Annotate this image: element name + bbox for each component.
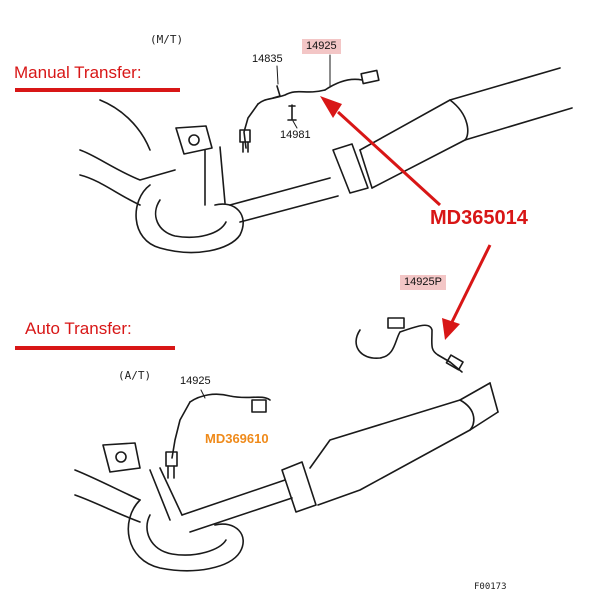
part-14925p-tag: 14925P [400, 275, 446, 290]
oxygen-sensor-wire-top [257, 89, 326, 105]
oxygen-sensor-connector-top [360, 69, 380, 85]
arrow-to-top-sensor [336, 110, 442, 207]
exhaust-pipe-left-lower-diagram [74, 469, 141, 501]
auto-underline [15, 346, 175, 350]
part-14925-tag-top: 14925 [302, 39, 341, 54]
mt-label: (M/T) [150, 33, 184, 46]
auto-transfer-label: Auto Transfer: [25, 319, 132, 338]
catalytic-converter-bottom [309, 382, 499, 506]
part-14835-label: 14835 [252, 53, 283, 65]
clip-14835 [272, 85, 281, 99]
exhaust-mid-pipe [204, 146, 226, 206]
part-14925-label-bottom: 14925 [180, 375, 211, 387]
arrow-to-14925p [450, 244, 492, 323]
exhaust-joint-bottom [281, 461, 317, 513]
exhaust-flange-front [175, 125, 213, 155]
exhaust-pipe-left-upper [79, 149, 176, 181]
bolt-14981 [287, 104, 297, 121]
figure-code: F00173 [474, 582, 507, 592]
part-14981-label: 14981 [280, 129, 311, 141]
manual-underline [15, 88, 180, 92]
exhaust-joint-top [332, 143, 369, 194]
manual-transfer-label: Manual Transfer: [14, 63, 142, 82]
exhaust-pipe-left-lower [79, 174, 141, 206]
exhaust-u-bend-bottom [127, 499, 244, 572]
oxygen-sensor-connector-bottom [251, 399, 267, 413]
catalytic-converter-top [359, 67, 573, 189]
part-md365014-callout: MD365014 [430, 207, 528, 229]
oxygen-sensor-14925p-wire [355, 324, 439, 359]
oxygen-sensor-wire-bottom [189, 393, 271, 403]
oxygen-sensor-14925p-connector [387, 317, 405, 329]
at-label: (A/T) [118, 369, 152, 382]
exhaust-flange-rear [102, 442, 141, 473]
exhaust-u-bend [135, 184, 244, 254]
part-md369610-label: MD369610 [205, 431, 269, 446]
